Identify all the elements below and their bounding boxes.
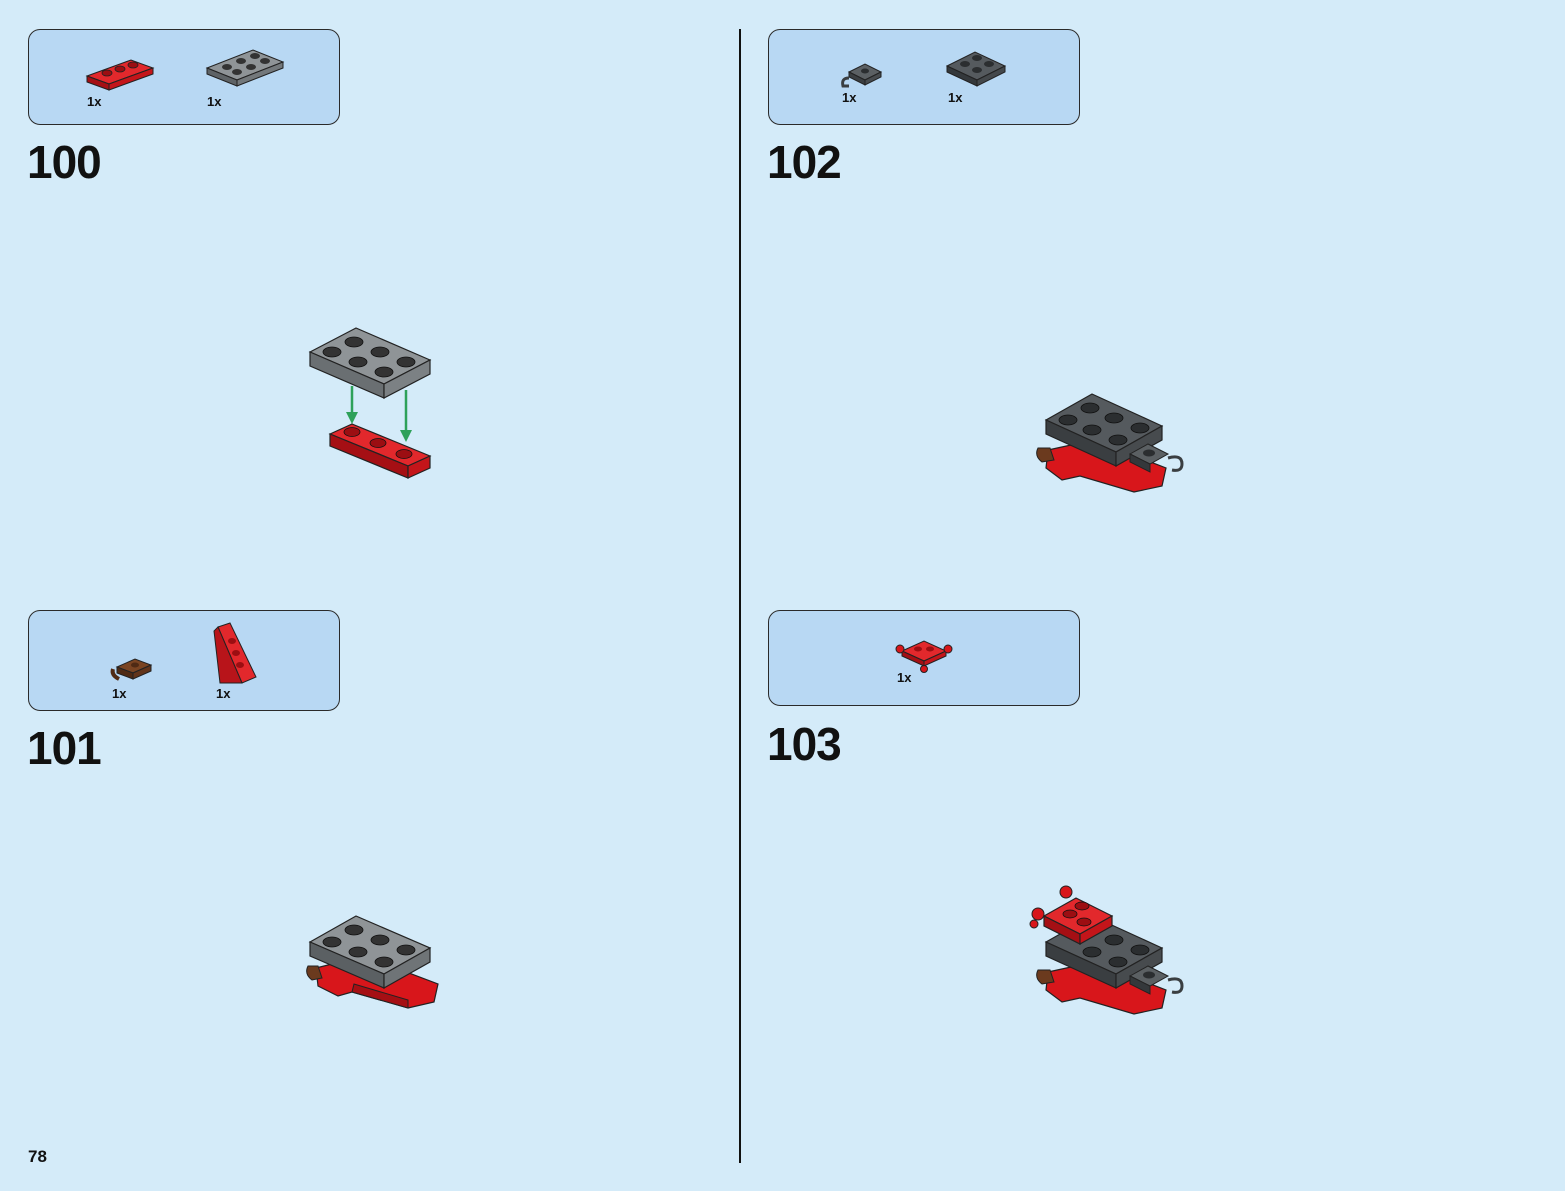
gray-plate-2x3-icon [205,49,285,87]
part-qty: 1x [87,94,102,109]
step-number: 103 [767,718,842,770]
part-qty: 1x [112,686,127,701]
dark-plate-2x2-icon [945,51,1007,87]
red-plate-1x3-icon [85,59,155,91]
step-103-build-illustration [1029,885,1184,1015]
parts-box-step-101: 1x 1x [28,610,340,711]
parts-box-step-100: 1x 1x [28,29,340,125]
brown-clip-icon [110,658,153,681]
page-number: 78 [28,1147,47,1166]
part-qty: 1x [897,670,912,685]
parts-box-step-102: 1x 1x [768,29,1080,125]
gray-clip-icon [841,63,883,88]
step-100-build-illustration [308,327,432,479]
part-qty: 1x [207,94,222,109]
part-qty: 1x [948,90,963,105]
step-102-build-illustration [1036,393,1184,493]
red-clip-plate-icon [895,640,953,673]
part-qty: 1x [842,90,857,105]
step-number: 102 [767,136,842,188]
step-101-build-illustration [306,915,439,1009]
parts-box-step-103: 1x [768,610,1080,706]
step-number: 101 [27,722,102,774]
red-wedge-icon [213,622,257,684]
part-qty: 1x [216,686,231,701]
step-number: 100 [27,136,102,188]
page-divider [739,29,741,1163]
